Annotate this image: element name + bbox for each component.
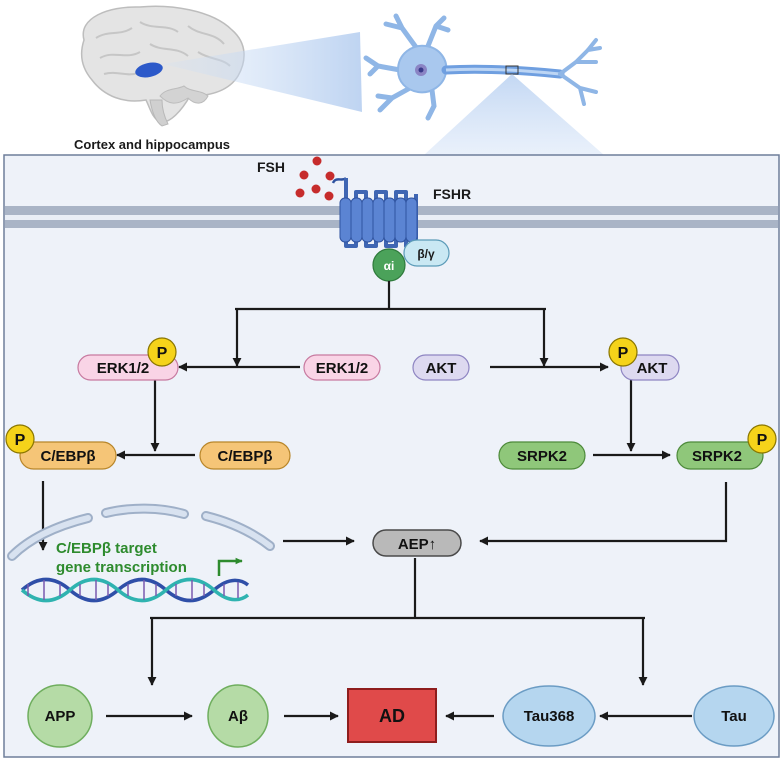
svg-text:P: P (618, 345, 629, 362)
app-node: APP (27, 684, 93, 748)
zoom-beam-axon (424, 74, 604, 155)
srpk2-node: SRPK2 (498, 441, 586, 470)
phospho-badge: P (147, 337, 177, 367)
g-alpha-subunit: αi (372, 248, 406, 282)
phospho-badge: P (747, 424, 777, 454)
tau-node: Tau (693, 685, 775, 747)
brain-icon (80, 5, 245, 127)
fshr-label: FSHR (433, 186, 471, 202)
svg-text:P: P (15, 432, 26, 449)
svg-text:AKT: AKT (637, 360, 668, 377)
svg-text:AD: AD (379, 706, 405, 726)
svg-text:APP: APP (45, 708, 76, 725)
svg-text:C/EBPβ: C/EBPβ (41, 448, 96, 465)
akt-phospho-node: AKT (620, 354, 680, 381)
transcription-line1: C/EBPβ target (56, 540, 157, 557)
fsh-ligand-dots (295, 156, 335, 201)
zoom-beam (163, 32, 362, 112)
transcription-line2: gene transcription (56, 559, 187, 576)
abeta-node: Aβ (207, 684, 269, 748)
ad-node: AD (347, 688, 437, 743)
svg-text:SRPK2: SRPK2 (692, 448, 742, 465)
nuclear-envelope (7, 503, 275, 561)
cebp-phospho-node: C/EBPβ (19, 441, 117, 470)
svg-text:β/γ: β/γ (417, 247, 435, 261)
transcription-start-arrow-icon (217, 557, 243, 576)
svg-text:Aβ: Aβ (228, 708, 248, 725)
phospho-badge: P (608, 337, 638, 367)
erk-node: ERK1/2 (303, 354, 381, 381)
fshr-receptor-icon (331, 176, 418, 248)
svg-text:αi: αi (384, 259, 395, 273)
svg-text:P: P (157, 345, 168, 362)
dna-helix-icon (20, 577, 250, 603)
svg-text:AKT: AKT (426, 360, 457, 377)
svg-text:ERK1/2: ERK1/2 (316, 360, 369, 377)
g-beta-gamma-subunit: β/γ (403, 239, 450, 267)
svg-text:P: P (757, 432, 768, 449)
hippocampus-highlight (135, 62, 163, 78)
aep-node: AEP↑ (372, 529, 462, 557)
svg-text:Tau: Tau (721, 708, 747, 725)
svg-text:SRPK2: SRPK2 (517, 448, 567, 465)
svg-text:ERK1/2: ERK1/2 (97, 360, 150, 377)
neuron-icon (363, 13, 602, 121)
fsh-label: FSH (257, 159, 285, 175)
phospho-badge: P (5, 424, 35, 454)
tau368-node: Tau368 (502, 685, 596, 747)
svg-text:C/EBPβ: C/EBPβ (218, 448, 273, 465)
region-label: Cortex and hippocampus (74, 137, 230, 152)
srpk2-phospho-node: SRPK2 (676, 441, 764, 470)
cebp-node: C/EBPβ (199, 441, 291, 470)
signal-branch-lines (38, 281, 728, 721)
svg-text:AEP↑: AEP↑ (398, 536, 436, 553)
svg-text:Tau368: Tau368 (524, 708, 575, 725)
akt-node: AKT (412, 354, 470, 381)
